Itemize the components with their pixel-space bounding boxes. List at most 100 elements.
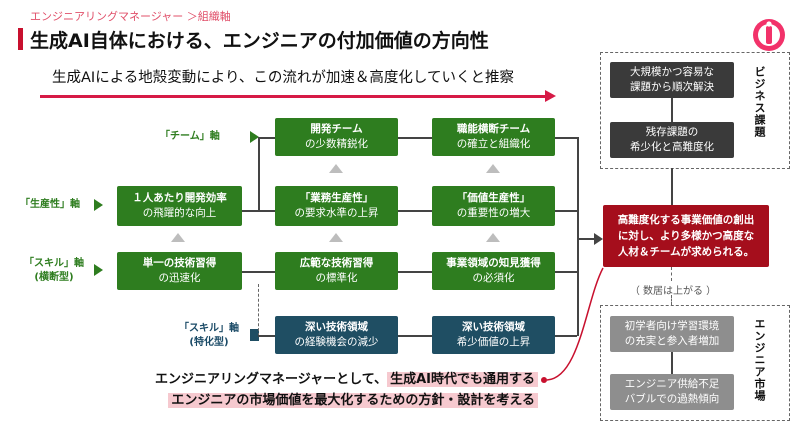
box-biz-productivity: 「業務生産性」 の要求水準の上昇: [275, 186, 398, 226]
business-box-1-line1: 大規模かつ容易な: [630, 66, 714, 78]
up-arrow-icon: [486, 233, 500, 242]
market-box-1: 初学者向け学習環境 の充実と参入者増加: [610, 316, 734, 352]
axis-skill-horizontal-arrow-icon: [94, 264, 103, 276]
box-biz-productivity-title: 「業務生産性」: [299, 192, 374, 204]
axis-skill-horizontal-line2: (横断型): [34, 272, 74, 283]
market-box-1-line1: 初学者向け学習環境: [624, 320, 720, 332]
market-label: エンジニア市場: [753, 318, 766, 402]
center-line3: 人材＆チームが求められる。: [617, 246, 755, 258]
box-biz-productivity-desc: の要求水準の上昇: [294, 207, 379, 219]
box-value-productivity-desc: の重要性の増大: [456, 207, 531, 219]
trend-arrow-head: [545, 90, 556, 102]
box-cross-team-desc: の確立と組織化: [456, 138, 531, 150]
connector: [671, 168, 673, 205]
box-deep-exp-title: 深い技術領域: [305, 321, 368, 333]
connector: [398, 271, 432, 273]
connector: [258, 137, 275, 139]
up-arrow-icon: [329, 233, 343, 242]
box-center-conclusion: 高難度化する事業価値の創出 に対し、より多様かつ高度な 人材＆チームが求められる…: [603, 205, 769, 267]
box-broad-skill-desc: の標準化: [315, 272, 358, 284]
market-box-2-line2: バブルでの過熱傾向: [624, 393, 720, 405]
connector: [258, 137, 260, 211]
to-center-arrow-icon: [594, 233, 603, 245]
callout-line1-a: エンジニアリングマネージャーとして、: [155, 372, 388, 387]
axis-skill-horizontal-label: 「スキル」軸 (横断型): [20, 257, 88, 285]
business-box-1: 大規模かつ容易な 課題から順次解決: [610, 62, 734, 98]
box-deep-value: 深い技術領域 希少価値の上昇: [432, 316, 555, 354]
box-deep-exp: 深い技術領域 の経験機会の減少: [275, 316, 398, 354]
up-arrow-icon: [486, 164, 500, 173]
axis-productivity-label: 「生産性」軸: [20, 199, 80, 210]
box-broad-skill: 広範な技術習得 の標準化: [275, 252, 398, 290]
box-domain-knowledge: 事業領域の知見獲得 の必須化: [432, 252, 555, 290]
axis-team-arrow-icon: [250, 131, 259, 143]
box-single-skill-desc: の迅速化: [158, 272, 201, 284]
page-title: 生成AI自体における、エンジニアの付加価値の方向性: [30, 30, 489, 52]
business-box-1-line2: 課題から順次解決: [630, 81, 714, 93]
dashed-connector: [671, 295, 672, 305]
box-cross-team: 職能横断チーム の確立と組織化: [432, 118, 555, 156]
box-per-person: １人あたり開発効率 の飛躍的な向上: [117, 186, 242, 226]
brand-logo-icon: [753, 19, 785, 51]
up-arrow-icon: [329, 164, 343, 173]
axis-skill-specialized-label: 「スキル」軸 (特化型): [170, 322, 248, 350]
box-value-productivity: 「価値生産性」 の重要性の増大: [432, 186, 555, 226]
box-broad-skill-title: 広範な技術習得: [299, 257, 374, 269]
axis-productivity-arrow-icon: [94, 199, 103, 211]
business-panel: [600, 52, 790, 169]
callout-line1-b: 生成AI時代でも通用する: [387, 372, 538, 387]
connector: [671, 98, 673, 122]
title-accent-bar: [18, 28, 23, 50]
axis-skill-specialized-line2: (特化型): [189, 337, 229, 348]
connector: [671, 352, 673, 374]
up-arrow-icon: [171, 233, 185, 242]
box-deep-exp-desc: の経験機会の減少: [294, 336, 379, 348]
callout-line2-text: エンジニアの市場価値を最大化するための方針・設計を考える: [168, 393, 538, 408]
center-line1: 高難度化する事業価値の創出: [617, 214, 755, 226]
business-box-2: 残存課題の 希少化と高難度化: [610, 122, 734, 158]
connector: [555, 271, 577, 273]
box-dev-team-title: 開発チーム: [310, 123, 363, 135]
business-label: ビジネス課題: [753, 66, 766, 138]
connector: [242, 271, 275, 273]
axis-skill-horizontal-line1: 「スキル」軸: [24, 258, 84, 269]
connector: [577, 137, 579, 336]
connector: [577, 238, 597, 240]
box-cross-team-title: 職能横断チーム: [456, 123, 531, 135]
box-dev-team: 開発チーム の少数精鋭化: [275, 118, 398, 156]
connector: [555, 335, 577, 337]
box-single-skill: 単一の技術習得 の迅速化: [117, 252, 242, 290]
business-box-2-line1: 残存課題の: [645, 126, 699, 138]
callout-text: エンジニアリングマネージャーとして、生成AI時代でも通用する エンジニアの市場価…: [146, 369, 538, 411]
box-deep-value-title: 深い技術領域: [462, 321, 525, 333]
connector: [398, 335, 432, 337]
connector: [398, 137, 432, 139]
axis-team-label: 「チーム」軸: [160, 131, 220, 142]
box-single-skill-title: 単一の技術習得: [142, 257, 217, 269]
axis-skill-specialized-line1: 「スキル」軸: [179, 323, 239, 334]
callout-line2: エンジニアの市場価値を最大化するための方針・設計を考える: [146, 390, 538, 411]
market-box-2-line1: エンジニア供給不足: [624, 378, 720, 390]
breadcrumb[interactable]: エンジニアリングマネージャー ＞組織軸: [30, 10, 231, 23]
market-box-2: エンジニア供給不足 バブルでの過熱傾向: [610, 374, 734, 410]
box-deep-value-desc: 希少価値の上昇: [456, 336, 531, 348]
dashed-connector: [671, 267, 672, 281]
market-note: （ 数居は上がる ）: [629, 286, 717, 297]
axis-skill-specialized-arrow-icon: [250, 329, 259, 341]
box-domain-knowledge-desc: の必須化: [472, 272, 515, 284]
subtitle: 生成AIによる地殻変動により、この流れが加速＆高度化していくと推察: [52, 70, 514, 86]
connector: [555, 137, 577, 139]
business-box-2-line2: 希少化と高難度化: [630, 141, 714, 153]
dashed-connector: [258, 284, 259, 336]
connector: [398, 210, 432, 212]
box-domain-knowledge-title: 事業領域の知見獲得: [446, 257, 541, 269]
connector: [555, 210, 577, 212]
center-line2: に対し、より多様かつ高度な: [617, 230, 755, 242]
box-per-person-desc: の飛躍的な向上: [142, 207, 217, 219]
market-box-1-line2: の充実と参入者増加: [624, 335, 720, 347]
box-dev-team-desc: の少数精鋭化: [305, 138, 368, 150]
callout-dot-icon: [541, 377, 547, 383]
box-value-productivity-title: 「価値生産性」: [456, 192, 531, 204]
trend-arrow: [40, 95, 545, 98]
connector: [258, 335, 275, 337]
